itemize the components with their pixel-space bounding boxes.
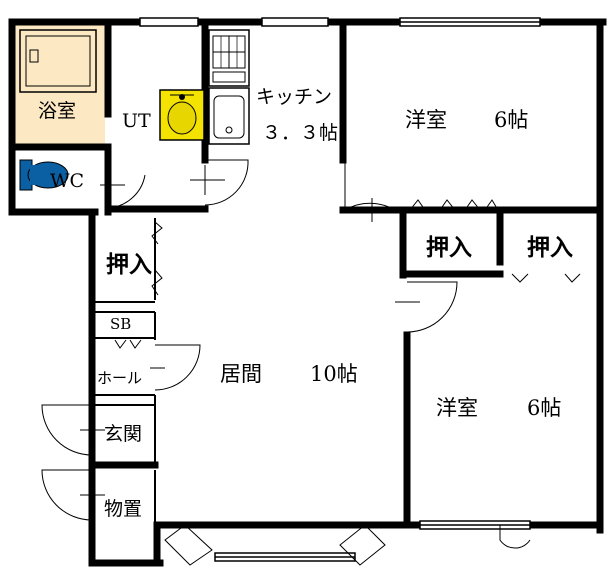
stove-icon [208,29,250,87]
closet-left-label: 押入 [106,251,152,278]
folding-doors [114,199,581,349]
washbasin-icon [159,89,205,141]
living-name-label: 居間 [220,362,262,386]
kitchen-name-label: キッチン [256,86,333,108]
western-bottom-size-label: 6帖 [527,396,562,420]
bath-label: 浴室 [38,100,77,122]
western-top-size-label: 6帖 [494,108,529,132]
kitchen-size-label: ３．３帖 [262,122,339,144]
closet-right-label: 押入 [527,234,573,261]
bathtub-icon [19,29,97,93]
hall-label: ホール [97,369,143,387]
sink-icon [208,87,250,145]
windows [139,17,541,562]
sb-label: SB [110,315,132,333]
storage-label: 物置 [104,498,143,520]
western-bottom-name-label: 洋室 [436,396,478,420]
living-size-label: 10帖 [310,362,358,386]
toilet-icon [19,159,69,191]
western-top-name-label: 洋室 [405,108,447,132]
closet-mid-label: 押入 [426,234,472,261]
partitions [95,218,156,525]
door-swings [41,159,531,566]
entrance-label: 玄関 [104,423,143,445]
ut-label: UT [122,110,151,132]
wc-label: WC [50,170,85,192]
